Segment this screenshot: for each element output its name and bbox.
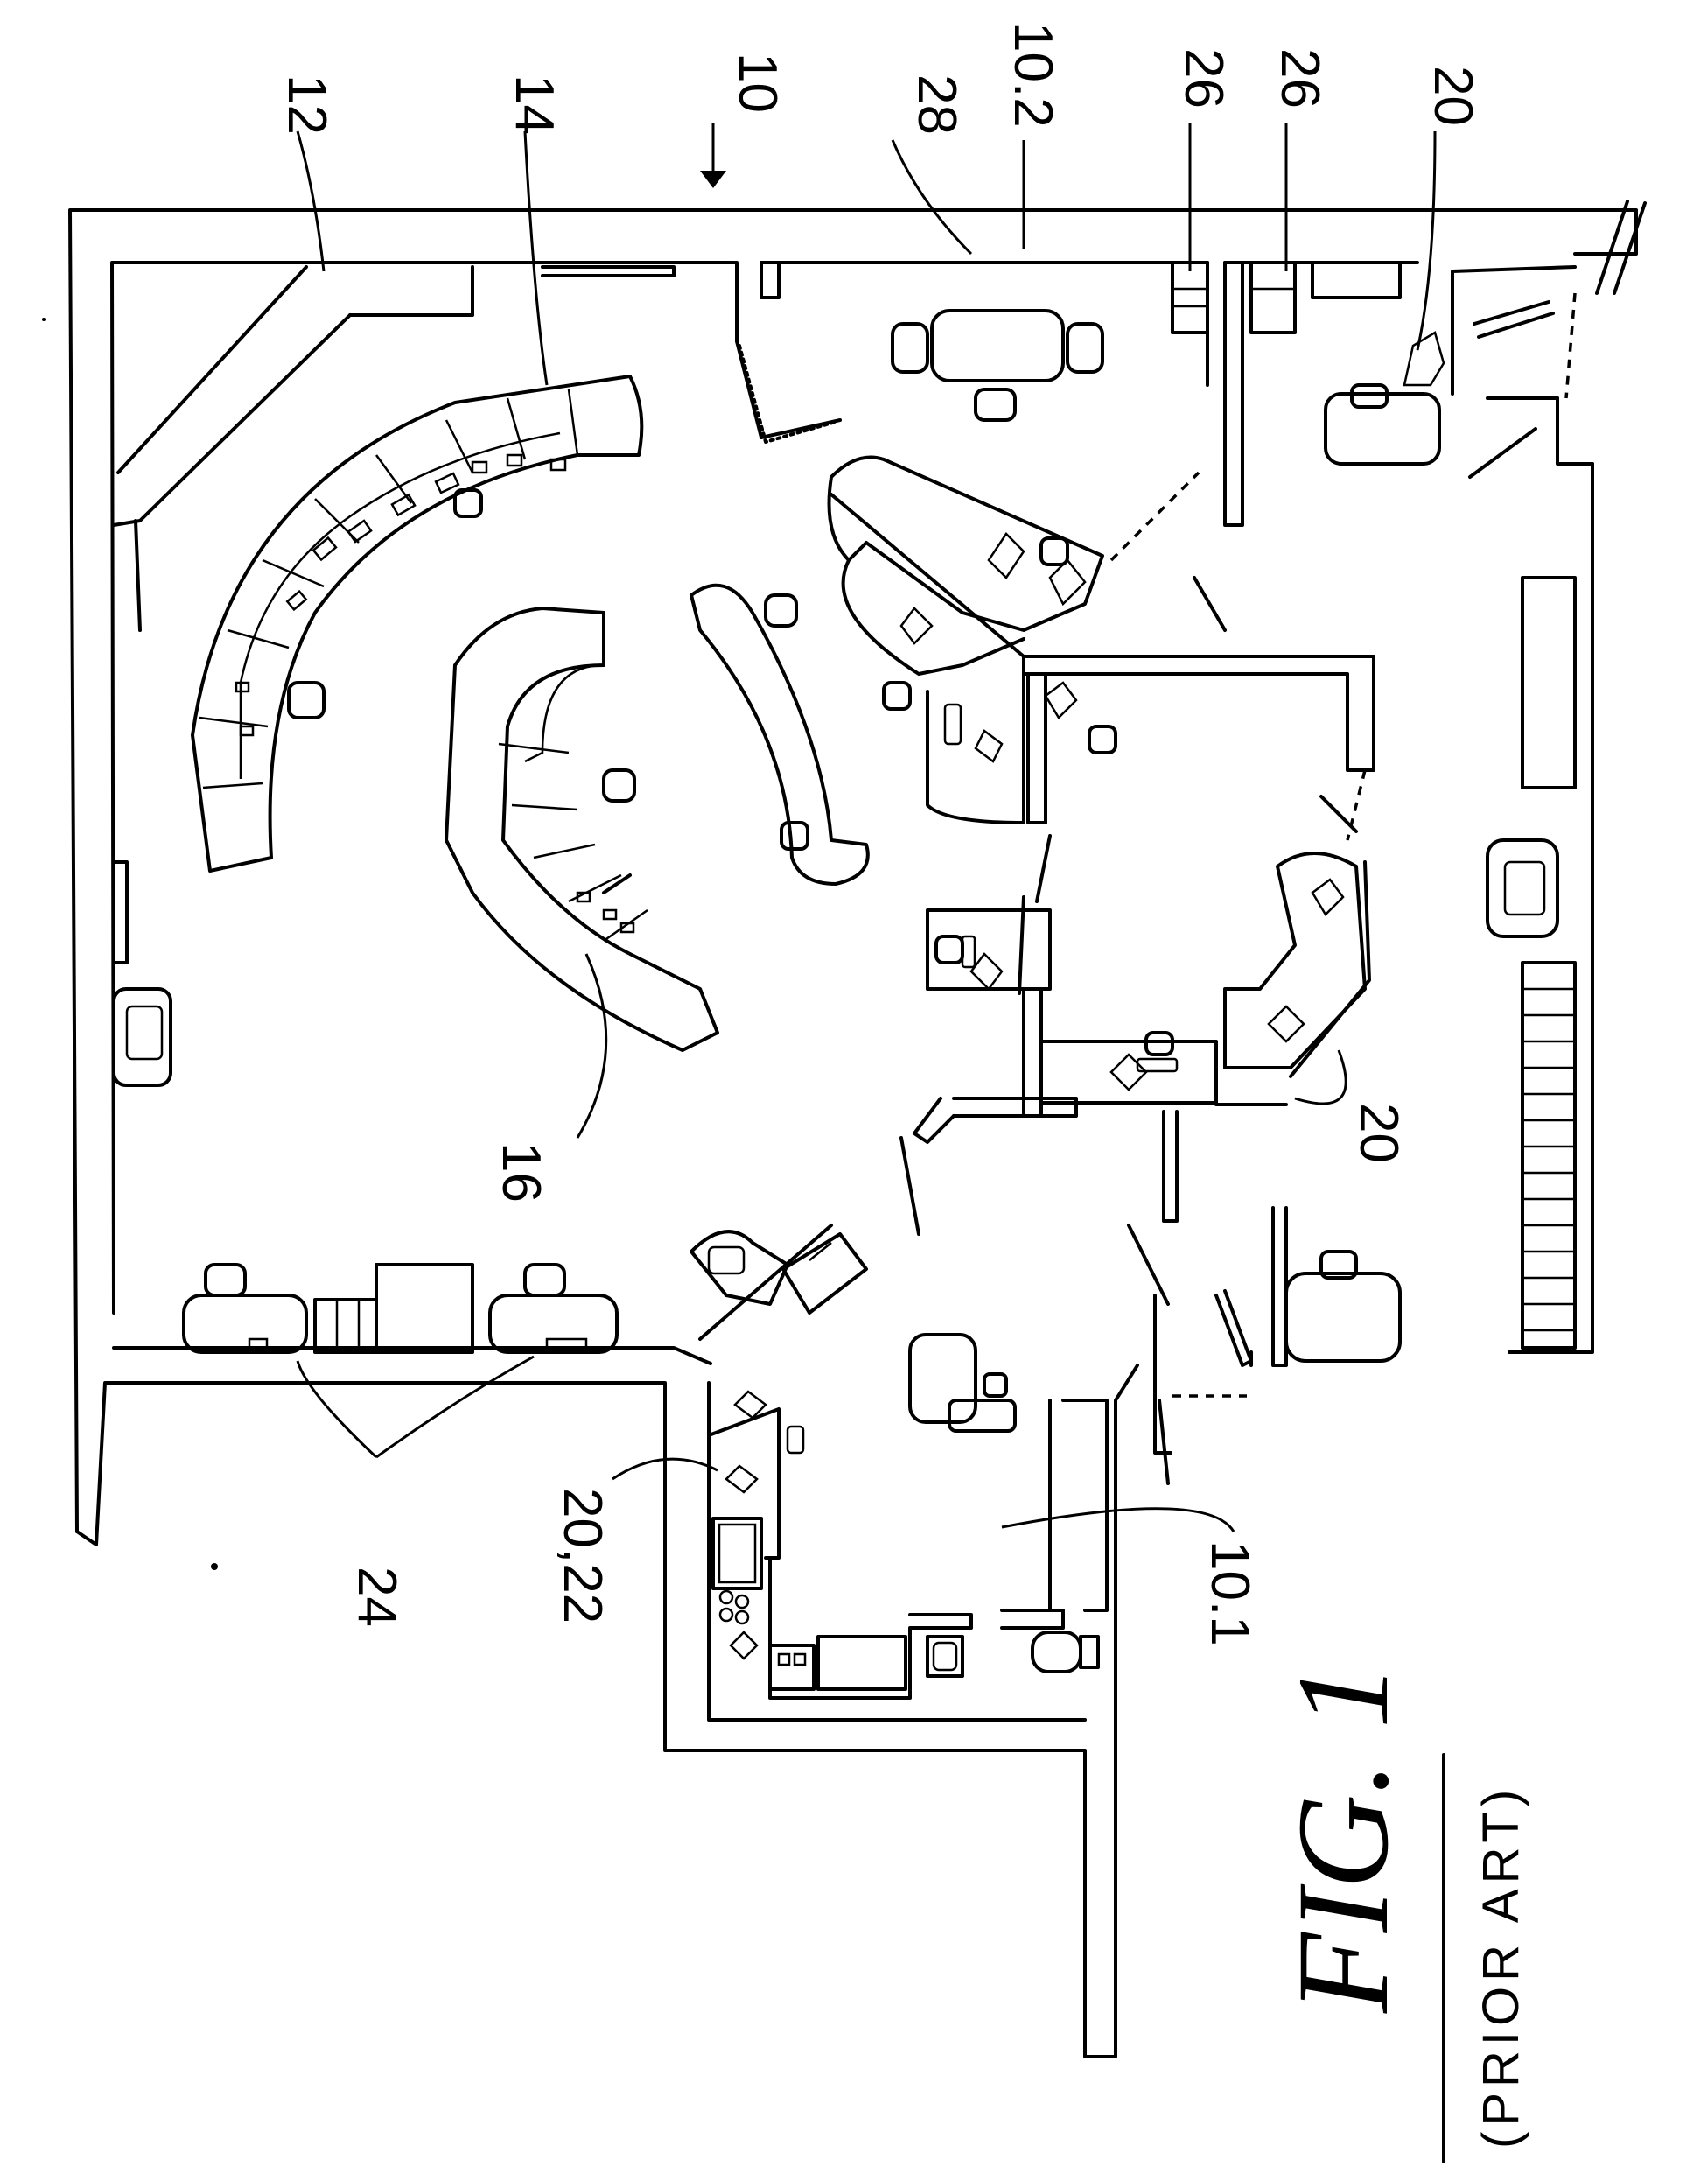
label-14: 14: [504, 74, 564, 135]
hatched-partitions[interactable]: [698, 340, 1371, 1341]
label-26-b: 26: [1270, 48, 1330, 109]
label-20-22: 20,22: [552, 1488, 612, 1623]
label-20-mid: 20: [1348, 1103, 1409, 1163]
workstation-cluster-middle: [926, 852, 1367, 1091]
interior-walls: [707, 261, 1402, 1700]
console-arc-16: [444, 607, 719, 1052]
conference-room: [891, 261, 1297, 422]
stray-mark: [211, 1563, 218, 1570]
label-24: 24: [346, 1567, 407, 1627]
wall-counter-12: [112, 265, 676, 632]
label-28: 28: [906, 74, 967, 135]
desks-24: [182, 1263, 619, 1354]
misc-furniture: [112, 860, 1100, 1691]
reference-labels: 10 10.2 28 26 26 20 12 14 16 20 24 20,22…: [276, 22, 1483, 1646]
curved-desk: [690, 583, 870, 886]
label-10-2: 10.2: [1003, 22, 1063, 128]
cabinet-bank: [1486, 576, 1577, 1350]
leader-lines: [296, 123, 1437, 1532]
figure-caption: FIG. 1 (PRIOR ART): [1270, 1663, 1530, 2163]
stray-mark: [42, 318, 46, 321]
workstation-cluster-lower: [690, 331, 1446, 1494]
label-16: 16: [491, 1142, 551, 1203]
label-12: 12: [276, 74, 337, 135]
console-arc-14: [191, 375, 644, 873]
label-10-1: 10.1: [1200, 1540, 1260, 1646]
label-10: 10: [727, 53, 788, 113]
label-26-a: 26: [1173, 48, 1234, 109]
figure-title: FIG. 1: [1270, 1663, 1416, 2014]
workstation-cluster-upper: [827, 455, 1117, 824]
label-20-top: 20: [1423, 66, 1483, 126]
figure-subtitle: (PRIOR ART): [1473, 1785, 1530, 2149]
